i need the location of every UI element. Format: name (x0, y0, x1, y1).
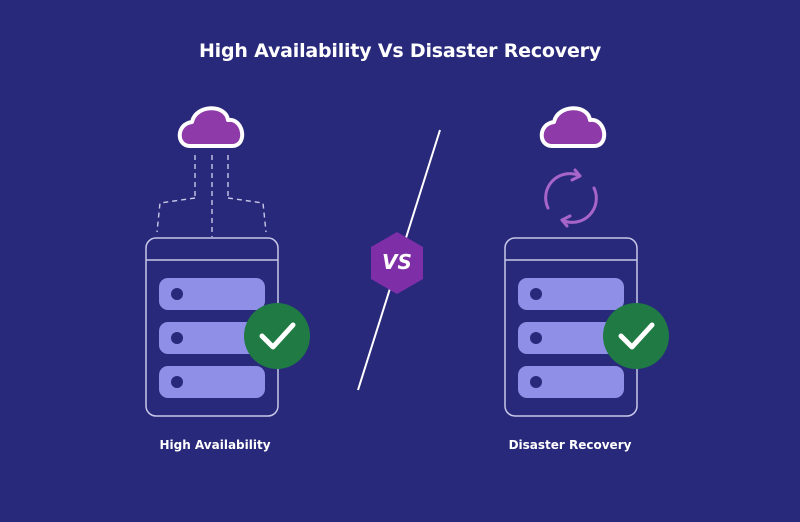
left-server-icon (145, 237, 279, 417)
left-connection-lines (156, 155, 267, 237)
left-cloud-icon (177, 106, 244, 148)
right-check-icon (603, 303, 669, 369)
page-title: High Availability Vs Disaster Recovery (198, 40, 602, 62)
sync-arrows-icon (544, 168, 598, 228)
vs-badge (371, 232, 423, 294)
high-availability-caption: High Availability (159, 438, 271, 452)
right-server-icon (504, 237, 638, 417)
vs-label: VS (382, 250, 412, 274)
right-cloud-icon (539, 106, 606, 148)
left-check-icon (244, 303, 310, 369)
disaster-recovery-caption: Disaster Recovery (508, 438, 632, 452)
